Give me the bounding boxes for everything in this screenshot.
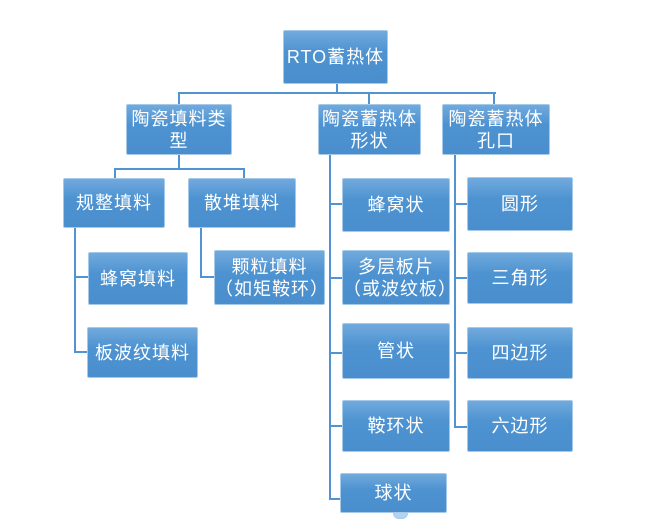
node-tube-shape: 管状 — [342, 323, 450, 379]
connector-stub-tube — [329, 352, 343, 354]
node-rto-regenerator: RTO蓄热体 — [283, 30, 388, 84]
connector-stub-sphere — [329, 498, 341, 500]
connector-stub-saddle-ring — [329, 425, 343, 427]
connector-stub-honeycomb-packing — [74, 276, 90, 278]
node-ceramic-regenerator-orifice: 陶瓷蓄热体 孔口 — [442, 104, 550, 155]
node-sphere-shape: 球状 — [340, 473, 447, 513]
connector-drop-structured — [114, 168, 116, 178]
node-granular-packing: 颗粒填料 （如矩鞍环） — [214, 250, 325, 305]
connector-orifice-trunk — [454, 155, 456, 427]
connector-root-stem — [336, 84, 338, 93]
cropped-shape-fragment — [393, 513, 408, 519]
node-honeycomb-packing: 蜂窝填料 — [88, 252, 188, 305]
connector-stub-granular — [200, 276, 216, 278]
connector-drop-random — [243, 168, 245, 178]
node-hexagon-orifice: 六边形 — [467, 400, 573, 452]
connector-packing-type-stem — [178, 155, 180, 169]
connector-stub-honeycomb-shape — [329, 203, 343, 205]
node-saddle-ring-shape: 鞍环状 — [342, 400, 450, 452]
node-plate-corrugated-packing: 板波纹填料 — [87, 327, 198, 378]
node-honeycomb-shape: 蜂窝状 — [342, 178, 450, 232]
connector-packing-type-bar — [114, 168, 245, 170]
connector-top-trunk — [178, 92, 496, 94]
connector-stub-multilayer-plate — [329, 277, 343, 279]
connector-stub-triangle — [454, 277, 468, 279]
node-circle-orifice: 圆形 — [467, 177, 573, 231]
node-random-packing: 散堆填料 — [188, 178, 296, 228]
node-ceramic-regenerator-shape: 陶瓷蓄热体 形状 — [318, 104, 421, 155]
connector-drop-packing-type — [178, 92, 180, 106]
node-triangle-orifice: 三角形 — [467, 252, 573, 304]
connector-stub-hexagon — [454, 426, 468, 428]
connector-random-trunk — [200, 228, 202, 278]
node-quadrilateral-orifice: 四边形 — [467, 327, 573, 379]
connector-stub-quadrilateral — [454, 352, 468, 354]
connector-drop-shape — [368, 92, 370, 106]
connector-stub-plate-corrugated — [74, 351, 89, 353]
node-structured-packing: 规整填料 — [63, 178, 165, 228]
node-multilayer-plate-shape: 多层板片 （或波纹板） — [342, 250, 450, 305]
connector-stub-circle — [454, 203, 468, 205]
connector-drop-orifice — [493, 92, 495, 106]
connector-shape-trunk — [329, 155, 331, 500]
connector-structured-trunk — [74, 228, 76, 352]
node-ceramic-packing-type: 陶瓷填料类 型 — [126, 104, 232, 155]
